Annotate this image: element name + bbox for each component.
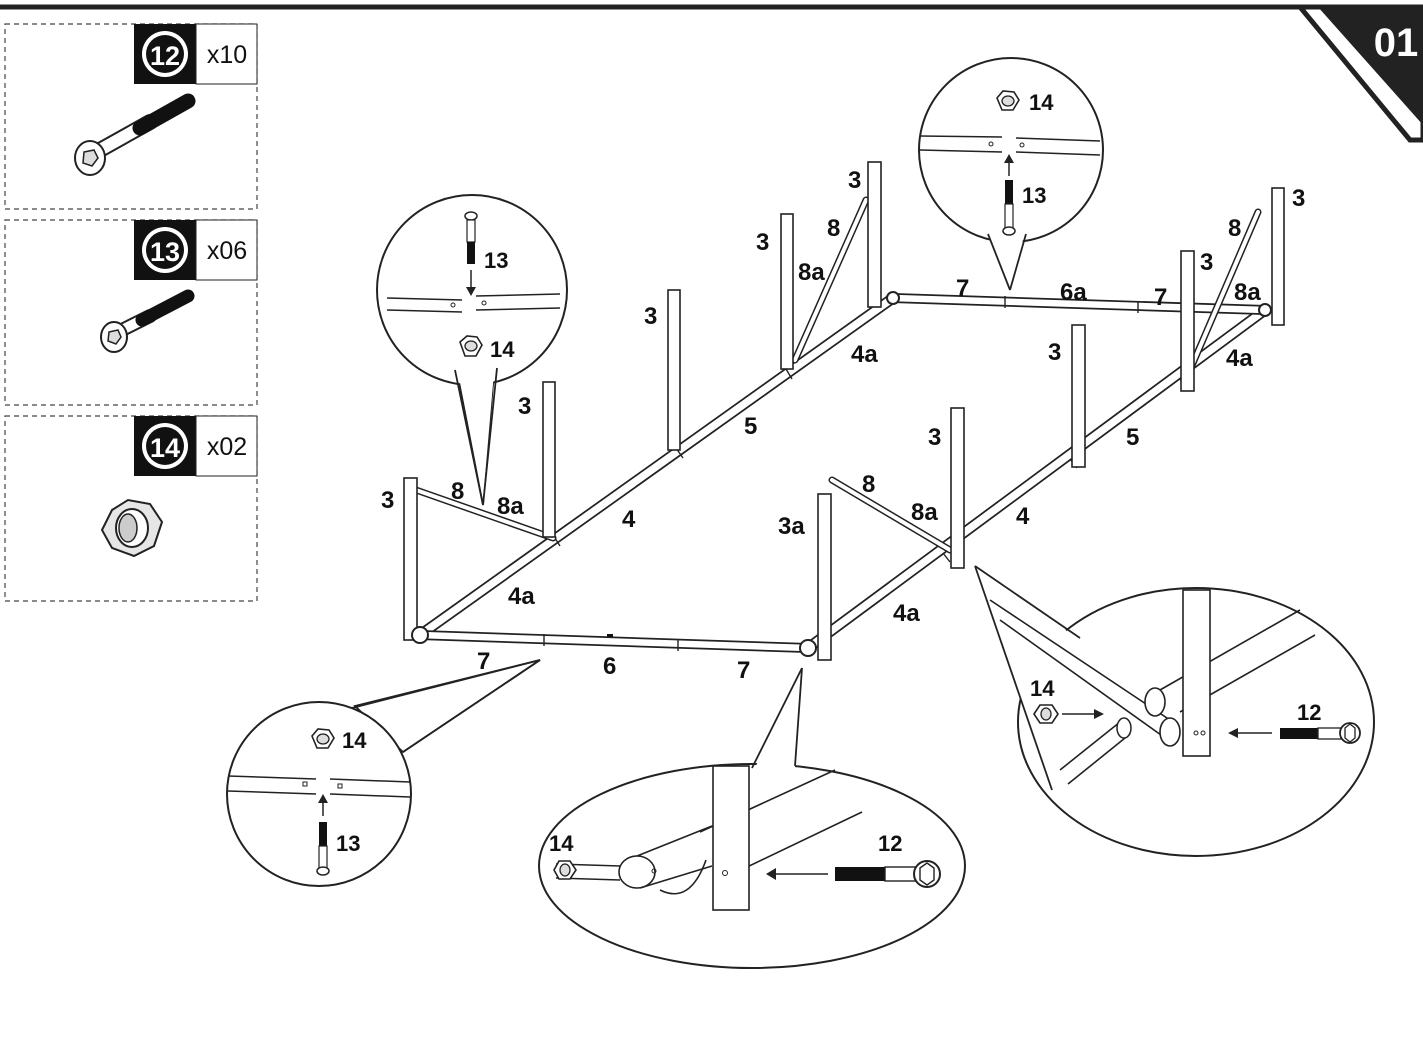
- part-13-quantity: x06: [207, 237, 247, 265]
- detail-right-nut-label: 14: [1030, 676, 1055, 701]
- detail-bottom-left: 14 13: [226, 659, 541, 887]
- post-right-corner: [1271, 187, 1285, 326]
- label-post-mid-left: 3: [644, 303, 657, 330]
- detail-top-right-bolt-label: 13: [1022, 183, 1046, 208]
- label-post-front-mid: 3a: [778, 513, 805, 540]
- detail-bottom-center: 14 12: [538, 667, 966, 969]
- part-13-card: 13 x06: [4, 219, 258, 406]
- detail-bottom-center-bolt-label: 12: [878, 831, 902, 856]
- frame: [403, 161, 1285, 661]
- label-rail-right-back-4a: 4a: [1226, 345, 1253, 372]
- post-mid-back: [780, 213, 794, 370]
- rail-front: [415, 630, 813, 653]
- part-12-number: 12: [150, 41, 180, 71]
- detail-top-right-nut-label: 14: [1029, 90, 1054, 115]
- parts-list: 12 x10 13 x06: [4, 23, 258, 602]
- corner-cap: [1258, 303, 1272, 317]
- label-back-7-right: 7: [1154, 284, 1167, 311]
- label-rail-left-4: 4: [622, 506, 636, 533]
- long-hex-bolt-icon: [1280, 722, 1361, 744]
- hex-nut-icon: [1033, 704, 1059, 724]
- braces: [412, 196, 1262, 554]
- corner-cap: [411, 626, 429, 644]
- posts: [403, 161, 1285, 661]
- label-post-left-back: 3: [518, 393, 531, 420]
- post-back-corner: [867, 161, 882, 308]
- detail-top-left-nut-label: 14: [490, 337, 515, 362]
- hex-nut-icon: [311, 728, 335, 749]
- hex-nut-icon: [553, 860, 577, 880]
- label-post-left-front: 3: [381, 487, 394, 514]
- label-post-mid-back: 3: [756, 229, 769, 256]
- label-brace-right-a: 8a: [1234, 279, 1261, 306]
- label-rail-right-4a: 4a: [893, 600, 920, 627]
- label-brace-front-a: 8a: [911, 499, 938, 526]
- detail-top-right: 14 13: [918, 57, 1104, 291]
- detail-bottom-left-bolt-label: 13: [336, 831, 360, 856]
- label-rail-left-back-4a: 4a: [851, 341, 878, 368]
- label-brace-right: 8: [1228, 215, 1241, 242]
- label-post-right-mid: 3: [1048, 339, 1061, 366]
- step-corner-badge: [1318, 7, 1423, 125]
- label-rail-right-5: 5: [1126, 424, 1139, 451]
- post-front-mid: [817, 493, 832, 661]
- label-front-7-left: 7: [477, 648, 490, 675]
- post-right-front: [950, 407, 965, 569]
- short-hex-bolt-icon: [316, 822, 330, 876]
- hex-nut-icon: [459, 335, 483, 357]
- label-brace-back: 8: [827, 215, 840, 242]
- detail-top-left: 13 14: [376, 194, 568, 506]
- part-12-card: 12 x10: [4, 23, 258, 210]
- rail-left: [414, 292, 899, 641]
- post-right-mid: [1071, 324, 1086, 468]
- detail-bottom-center-nut-label: 14: [549, 831, 574, 856]
- long-hex-bolt-icon: [835, 860, 941, 888]
- label-brace-left-a: 8a: [497, 493, 524, 520]
- rail-back: [888, 293, 1270, 315]
- short-hex-bolt-icon: [1002, 180, 1016, 236]
- frame-labels: 3 3 3 3 3 3 3 3 3 3a 8 8a 8 8a 8 8a 8 8a…: [381, 167, 1305, 684]
- post-left-front: [403, 477, 418, 641]
- part-12-quantity: x10: [207, 41, 247, 69]
- detail-right: 14 12: [974, 565, 1375, 857]
- part-13-number: 13: [150, 237, 180, 267]
- label-back-7-left: 7: [956, 275, 969, 302]
- part-14-card: 14 x02: [4, 415, 258, 602]
- label-post-right-corner: 3: [1292, 185, 1305, 212]
- label-brace-left: 8: [451, 478, 464, 505]
- label-front-6: 6: [603, 653, 616, 680]
- post-mid-left: [667, 289, 681, 451]
- label-back-6a: 6a: [1060, 279, 1087, 306]
- detail-bottom-left-nut-label: 14: [342, 728, 367, 753]
- short-hex-bolt-icon: [100, 289, 195, 353]
- label-post-right-back: 3: [1200, 249, 1213, 276]
- detail-top-left-bolt-label: 13: [484, 248, 508, 273]
- label-rail-left-4a: 4a: [508, 583, 535, 610]
- hex-nut-icon: [100, 498, 164, 558]
- label-rail-left-5: 5: [744, 413, 757, 440]
- label-front-7-right: 7: [737, 657, 750, 684]
- label-post-back-corner: 3: [848, 167, 861, 194]
- label-rail-right-4: 4: [1016, 503, 1030, 530]
- label-brace-front: 8: [862, 471, 875, 498]
- part-14-quantity: x02: [207, 433, 247, 461]
- post-left-back: [542, 381, 556, 538]
- post-right-back: [1180, 250, 1195, 392]
- corner-cap: [886, 291, 900, 305]
- step-number: 01: [1374, 21, 1419, 65]
- label-brace-back-a: 8a: [798, 259, 825, 286]
- detail-right-bolt-label: 12: [1297, 700, 1321, 725]
- corner-cap: [799, 639, 817, 657]
- short-hex-bolt-icon: [464, 211, 478, 264]
- hex-nut-icon: [996, 90, 1020, 111]
- part-14-number: 14: [150, 433, 180, 463]
- label-post-right-front: 3: [928, 424, 941, 451]
- long-hex-bolt-icon: [74, 93, 196, 176]
